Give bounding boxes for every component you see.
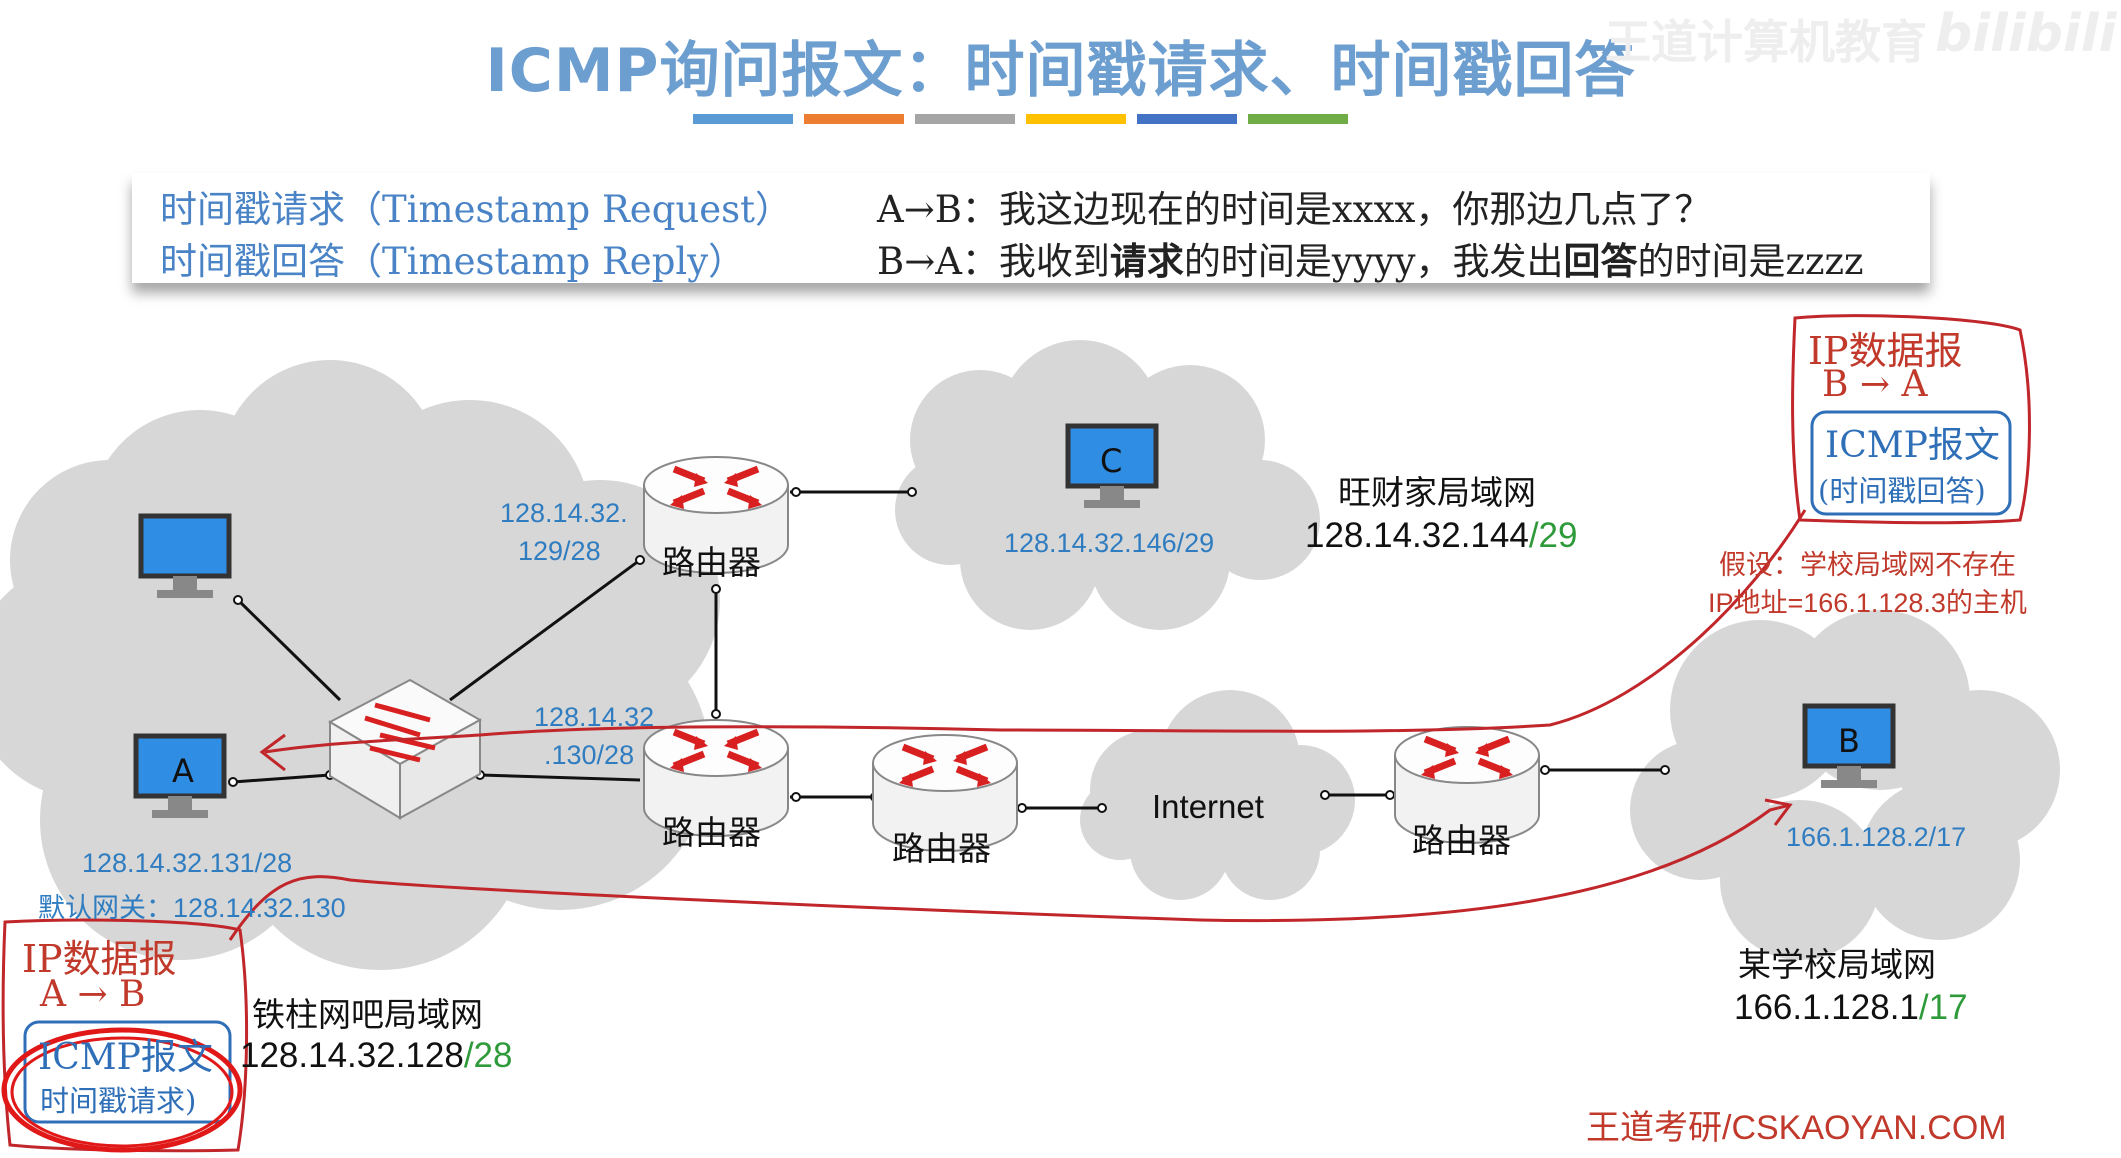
request-highlight-circle [10, 1036, 234, 1148]
host-c-ip: 128.14.32.146/29 [1004, 528, 1215, 558]
title-bar-segment [1137, 114, 1237, 124]
host-a-gateway: 默认网关：128.14.32.130 [38, 893, 346, 923]
title-bar-segment [804, 114, 904, 124]
assumption-line: IP地址=166.1.128.3的主机 [1708, 588, 2027, 618]
request-icmp-frame [23, 1020, 232, 1124]
router2-ip-line1: 128.14.32 [534, 702, 655, 732]
reply-description: B→A：我收到请求的时间是yyyy，我发出回答的时间是zzzz [877, 231, 1864, 285]
page-title: ICMP询问报文：时间戳请求、时间戳回答 [485, 36, 1636, 106]
reply-path-annotation [264, 509, 1807, 754]
router-label: 路由器 [662, 544, 761, 581]
reply-annotation-icmp: ICMP报文 [1825, 425, 2000, 466]
tiezhu-network-name: 铁柱网吧局域网 [252, 996, 483, 1033]
title-bar-segment [915, 114, 1015, 124]
reply-desc-part: B→A：我收到 [877, 240, 1110, 283]
network-mask: /28 [463, 1036, 513, 1075]
footer-brand: 王道考研/CSKAOYAN.COM [1586, 1109, 2007, 1147]
title-bar-segment [1248, 114, 1348, 124]
reply-desc-part: 的时间是yyyy，我发出 [1183, 240, 1564, 283]
title-bar-segment [693, 114, 793, 124]
reply-annotation-frame [1791, 314, 2031, 525]
bilibili-logo: bilibili [1935, 4, 2117, 64]
definition-box: 时间戳请求（Timestamp Request） 时间戳回答（Timestamp… [132, 173, 1930, 283]
reply-icmp-frame [1810, 410, 2012, 516]
request-name: 时间戳请求（Timestamp Request） [160, 188, 792, 231]
router1-ip-line2: 129/28 [518, 536, 601, 566]
reply-desc-bold: 请求 [1109, 239, 1184, 283]
school-network-name: 某学校局域网 [1738, 946, 1936, 983]
router-label: 路由器 [892, 830, 991, 867]
reply-name: 时间戳回答（Timestamp Reply） [160, 240, 746, 283]
request-annotation-icmp: ICMP报文 [38, 1037, 213, 1078]
wangcai-network-address: 128.14.32.144/29 [1305, 516, 1577, 556]
internet-label: Internet [1152, 788, 1264, 825]
school-network-address: 166.1.128.1/17 [1734, 988, 1968, 1028]
cloud-wangcai [895, 340, 1320, 630]
reply-annotation-type: (时间戳回答) [1818, 474, 1986, 508]
watermark: 王道计算机教育 [1605, 15, 1927, 69]
network-address: 128.14.32.128 [240, 1036, 464, 1075]
host-b-ip: 166.1.128.2/17 [1786, 822, 1967, 852]
host-a-ip: 128.14.32.131/28 [82, 848, 293, 878]
network-address: 128.14.32.144 [1305, 516, 1529, 555]
title-bar-segment [1026, 114, 1126, 124]
title-underline [693, 114, 1348, 124]
reply-annotation-ip: IP数据报 [1808, 329, 1963, 373]
router-label: 路由器 [662, 814, 761, 851]
router1-ip-line1: 128.14.32. [500, 498, 628, 528]
wangcai-network-name: 旺财家局域网 [1338, 474, 1536, 511]
request-annotation-type: 时间戳请求) [40, 1084, 197, 1118]
host-a-label: A [172, 752, 194, 790]
router2-ip-line2: .130/28 [544, 740, 635, 770]
reply-desc-bold: 回答 [1563, 239, 1638, 283]
tiezhu-network-address: 128.14.32.128/28 [240, 1036, 512, 1076]
cloud-school [1630, 610, 2060, 960]
request-annotation-direction: A → B [40, 974, 146, 1015]
request-annotation-ip: IP数据报 [22, 937, 177, 981]
cloud-internet [1080, 690, 1355, 900]
network-mask: /17 [1918, 988, 1968, 1027]
router-label: 路由器 [1412, 822, 1511, 859]
assumption-line: 假设：学校局域网不存在 [1718, 550, 2016, 580]
cloud-tiezhu [0, 360, 720, 970]
assumption-note: 假设：学校局域网不存在 IP地址=166.1.128.3的主机 [1708, 546, 2027, 622]
reply-desc-part: 的时间是zzzz [1637, 240, 1864, 283]
host-b-label: B [1838, 722, 1860, 760]
reply-annotation-direction: B → A [1822, 364, 1928, 405]
network-mask: /29 [1528, 516, 1578, 555]
host-c-label: C [1100, 442, 1123, 480]
network-address: 166.1.128.1 [1734, 988, 1919, 1027]
request-description: A→B：我这边现在的时间是xxxx，你那边几点了？ [877, 188, 1712, 231]
request-highlight-circle [1, 1027, 243, 1153]
request-path-annotation [228, 803, 1791, 941]
